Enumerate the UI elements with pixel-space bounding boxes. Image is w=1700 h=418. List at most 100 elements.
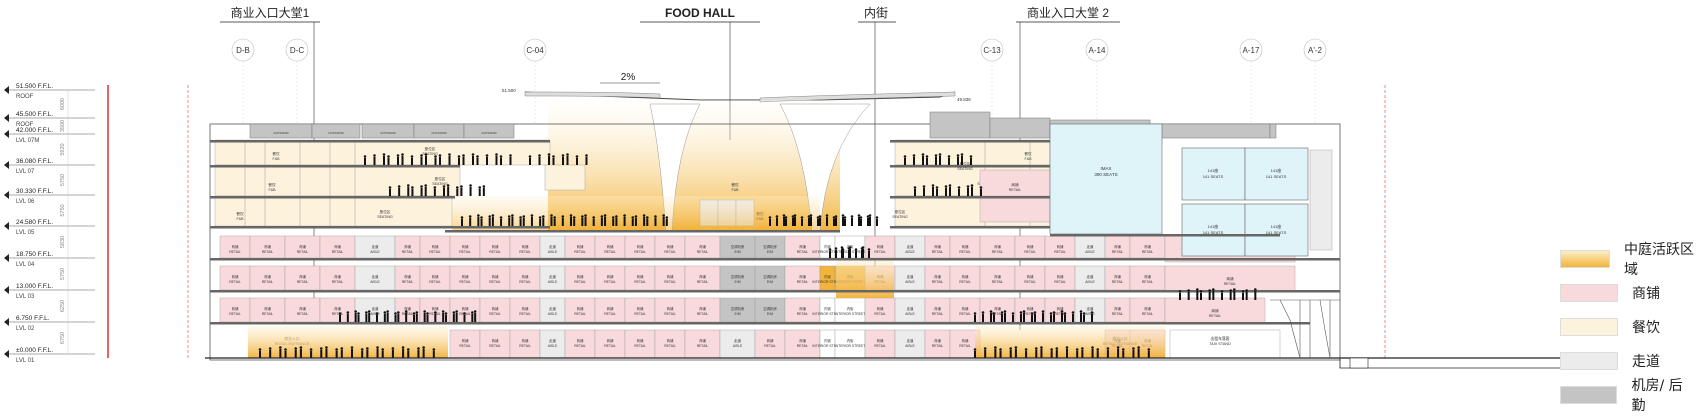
person-head (406, 184, 410, 187)
retail-cell-label-cn: 商铺 (522, 338, 529, 343)
person-head (357, 312, 360, 315)
person-head (553, 216, 556, 219)
retail-cell (319, 297, 356, 323)
retail-cell-label-en: RETAIL (262, 312, 274, 316)
person-body (631, 219, 634, 226)
retail-cell-label-cn: 内街 (847, 306, 854, 311)
person-body (452, 314, 455, 322)
retail-cell-label-cn: 商铺 (667, 306, 674, 311)
retail-cell (864, 329, 896, 359)
person-head (519, 216, 522, 219)
retail-cell-label-en: RETAIL (697, 280, 709, 284)
retail-cell-label-en: RETAIL (402, 250, 414, 254)
person-body (993, 315, 995, 322)
person-body (407, 351, 410, 358)
retail-cell-label-cn: 商铺 (799, 306, 806, 311)
person-body (472, 156, 474, 165)
person-head (1096, 348, 1100, 351)
retail-cell-label-cn: 走道 (907, 274, 914, 279)
person-head (1178, 290, 1182, 293)
person-head (631, 216, 635, 219)
person-head (386, 310, 389, 313)
seating-label-cn: 座位区 (960, 161, 971, 166)
person-head (834, 215, 838, 218)
roof-room (311, 123, 361, 139)
retail-cell-label-en: RETAIL (664, 312, 676, 316)
person-body (351, 349, 353, 358)
retail-cell-label-cn: 商铺 (1027, 274, 1034, 279)
seating-label-cn: 座位区 (895, 209, 906, 214)
person-body (842, 251, 844, 258)
person-body (458, 158, 460, 165)
cinema-label-en: 141 SEATS (1203, 174, 1224, 179)
person-body (999, 351, 1002, 358)
person-body (949, 187, 951, 196)
retail-cell-label-en: RETAIL (332, 312, 344, 316)
person-body (849, 249, 851, 258)
person-head (867, 248, 871, 251)
level-name: LVL 05 (16, 230, 35, 236)
retail-cell-label-en: RETAIL (604, 312, 616, 316)
person-head (499, 155, 503, 158)
person-body (1081, 350, 1084, 358)
person-body (1245, 292, 1248, 300)
person-body (376, 349, 379, 358)
person-head (511, 214, 514, 217)
people-silhouettes (258, 153, 1257, 358)
retail-cell-label-cn: 商铺 (522, 274, 529, 279)
level-name: LVL 01 (16, 358, 35, 364)
retail-cell (719, 265, 756, 291)
retail-cell-label-cn: 内街 (824, 274, 831, 279)
person-body (411, 189, 414, 196)
retail-cell-label-cn: 商铺 (1057, 274, 1064, 279)
person-head (426, 312, 429, 315)
person-head (1233, 288, 1236, 291)
person-head (623, 214, 626, 217)
person-head (979, 186, 983, 189)
retail-cell-label-cn: 走道 (372, 306, 379, 311)
person-body (570, 217, 572, 226)
retail-cell-label-en: E/M (767, 312, 773, 316)
person-head (575, 155, 579, 158)
retail-cell-label-en: RETAIL (797, 312, 809, 316)
person-body (584, 217, 587, 226)
person-head (1014, 346, 1018, 349)
person-body (819, 218, 821, 226)
person-head (966, 185, 970, 188)
person-body (604, 217, 607, 226)
person-head (434, 311, 437, 314)
cinema-hall (1244, 203, 1309, 257)
person-body (389, 189, 391, 196)
retail-cell-label-en: AISLE (905, 250, 915, 254)
person-body (397, 314, 400, 322)
retail-cell-label-en: AISLE (1085, 312, 1095, 316)
retail-cell-label-cn: 商铺 (299, 244, 306, 249)
legend-swatch-atrium (1560, 250, 1610, 268)
person-body (476, 158, 479, 165)
person-head (538, 154, 541, 157)
retail-cell-label-cn: 商铺 (799, 274, 806, 279)
person-body (461, 219, 463, 226)
person-body (926, 158, 928, 165)
retail-upper (979, 195, 1051, 223)
person-body (381, 351, 384, 358)
person-body (1122, 351, 1125, 358)
person-body (869, 217, 871, 226)
person-head (268, 347, 272, 350)
person-body (373, 157, 376, 165)
person-body (397, 157, 399, 165)
person-body (994, 349, 997, 358)
person-head (834, 247, 838, 250)
retail-cell (624, 265, 656, 291)
person-head (469, 184, 472, 187)
person-body (488, 218, 491, 226)
slab (210, 226, 550, 229)
person-body (477, 217, 480, 226)
person-head (938, 153, 942, 156)
person-body (434, 158, 437, 165)
retail-cell (354, 265, 396, 291)
legend: 中庭活跃区域 商铺 餐饮 走道 机房/ 后勤 (1560, 242, 1696, 418)
person-head (931, 184, 935, 187)
fnb-label-cn: 餐饮 (268, 182, 276, 187)
retail-cell-label-en: RETAIL (697, 312, 709, 316)
